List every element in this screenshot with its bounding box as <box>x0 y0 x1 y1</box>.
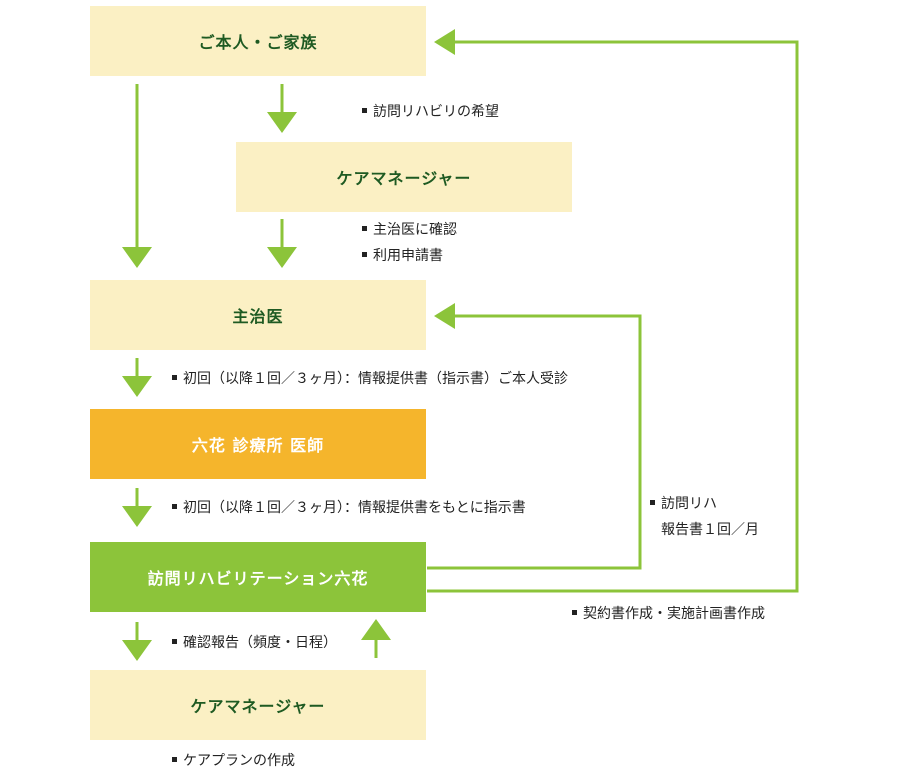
note-care-plan: ケアプランの作成 <box>172 752 295 770</box>
arrowhead-caremanager-to-physician <box>267 247 297 268</box>
bullet-icon <box>172 503 177 509</box>
bullet-icon <box>362 225 367 231</box>
note-rehab-wish-text: 訪問リハビリの希望 <box>373 104 499 120</box>
physician-label: 主治医 <box>232 307 284 326</box>
note-usage-application-text: 利用申請書 <box>373 248 443 264</box>
bullet-icon <box>362 107 367 113</box>
note-confirm-report: 確認報告（頻度・日程） <box>172 634 337 652</box>
note-first-visit-1-text: 初回（以降１回／３ヶ月）：情報提供書（指示書）ご本人受診 <box>183 371 568 387</box>
care-manager-top-label: ケアマネージャー <box>336 169 472 188</box>
note-confirm-report-text: 確認報告（頻度・日程） <box>183 635 337 651</box>
rehab-label: 訪問リハビリテーション六花 <box>147 569 369 588</box>
note-usage-application: 利用申請書 <box>362 247 443 265</box>
arrowhead-caremanager-to-rehab <box>361 619 391 640</box>
note-contract-text: 契約書作成・実施計画書作成 <box>583 606 765 622</box>
care-manager-bottom-label: ケアマネージャー <box>190 697 326 716</box>
bullet-icon <box>572 609 577 615</box>
note-rehab-report: 訪問リハ 報告書１回／月 <box>650 495 759 539</box>
bullet-icon <box>172 638 177 644</box>
rikka-doctor-label: 六花 診療所 医師 <box>191 436 325 455</box>
rehab-box: 訪問リハビリテーション六花 <box>90 542 426 612</box>
note-confirm-physician-text: 主治医に確認 <box>373 222 457 238</box>
arrowhead-to-family <box>434 29 455 55</box>
note-first-visit-2: 初回（以降１回／３ヶ月）：情報提供書をもとに指示書 <box>172 499 526 517</box>
bullet-icon <box>362 251 367 257</box>
note-contract: 契約書作成・実施計画書作成 <box>572 605 765 623</box>
arrowhead-to-physician-feedback <box>434 303 455 329</box>
physician-box: 主治医 <box>90 280 426 350</box>
note-rehab-wish: 訪問リハビリの希望 <box>362 103 499 121</box>
care-manager-bottom-box: ケアマネージャー <box>90 670 426 740</box>
note-first-visit-2-text: 初回（以降１回／３ヶ月）：情報提供書をもとに指示書 <box>183 500 526 516</box>
arrowhead-physician-to-doctor <box>122 376 152 397</box>
note-first-visit-1: 初回（以降１回／３ヶ月）：情報提供書（指示書）ご本人受診 <box>172 370 568 388</box>
arrowhead-rehab-to-caremanager <box>122 640 152 661</box>
arrowhead-family-to-physician <box>122 247 152 268</box>
bullet-icon <box>650 499 655 505</box>
bullet-icon <box>172 756 177 762</box>
feedback-line-to-physician <box>427 314 642 570</box>
care-manager-top-box: ケアマネージャー <box>236 142 572 212</box>
bullet-icon <box>172 374 177 380</box>
family-box: ご本人・ご家族 <box>90 6 426 76</box>
rikka-doctor-box: 六花 診療所 医師 <box>90 409 426 479</box>
arrowhead-family-to-caremanager <box>267 112 297 133</box>
note-rehab-report-line1: 訪問リハ <box>661 496 717 512</box>
family-label: ご本人・ご家族 <box>198 33 318 52</box>
note-confirm-physician: 主治医に確認 <box>362 221 457 239</box>
arrowhead-doctor-to-rehab <box>122 506 152 527</box>
note-care-plan-text: ケアプランの作成 <box>183 753 295 769</box>
note-rehab-report-line2: 報告書１回／月 <box>661 522 759 538</box>
feedback-line-to-family <box>427 40 799 593</box>
